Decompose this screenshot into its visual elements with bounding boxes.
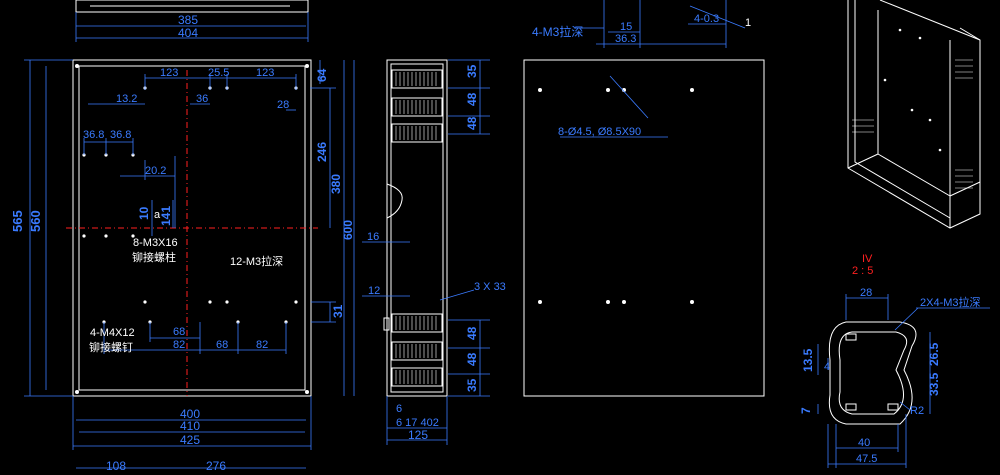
dim-410: 410 [180,419,200,433]
isometric-view [847,0,981,229]
dim-48-bot-a: 48 [465,326,479,340]
dim-108: 108 [106,459,126,473]
dim-12: 12 [368,285,380,297]
dim-35-top: 35 [465,64,479,78]
side-view-panel [383,59,448,397]
dim-48-top-a: 48 [465,92,479,106]
note-studs-line2: 铆接螺柱 [132,250,176,264]
dim-82-b: 82 [256,339,268,351]
back-view-panel [523,59,765,397]
note-nuts-line1: 4-M4X12 [90,327,135,339]
detail-title-scale: 2 : 5 [852,265,873,277]
detail-dim-28: 28 [860,287,872,299]
detail-note-thread: 2X4-M3拉深 [920,295,981,309]
dim-48-top-b: 48 [465,116,479,130]
leader-1: 1 [745,17,751,29]
dim-600: 600 [341,220,355,240]
dim-35-bot: 35 [465,378,479,392]
dim-36-8-a: 36.8 [83,129,104,141]
top-view-partial [75,0,309,13]
dim-125: 125 [408,428,428,442]
dim-565: 565 [10,210,25,232]
dim-380: 380 [329,174,343,194]
note-3x33: 3 X 33 [474,281,506,293]
dim-123-left: 123 [160,67,178,79]
dim-48-bot-b: 48 [465,352,479,366]
dim-6-17-402: 6 17 402 [396,417,439,429]
note-back-holes: 8-Ø4.5, Ø8.5X90 [558,126,641,138]
dim-36-3: 36.3 [615,33,636,45]
detail-dim-4: 4 [824,361,830,373]
dim-68-b: 68 [216,339,228,351]
dim-31: 31 [331,304,345,318]
dim-246: 246 [315,142,329,162]
dimension-lines [24,0,990,469]
dim-4-0-3: 4-0.3 [694,13,719,25]
dim-6: 6 [396,403,402,415]
detail-dim-7: 7 [799,407,813,414]
detail-title-iv: IV [862,253,873,265]
dim-28: 28 [277,99,289,111]
dim-404: 404 [178,26,198,40]
dim-36-8-b: 36.8 [110,129,131,141]
dim-123-right: 123 [256,67,274,79]
dim-20-2: 20.2 [145,165,166,177]
note-nuts-line2: 铆接螺钉 [89,340,133,354]
dim-276: 276 [206,459,226,473]
dim-25-5: 25.5 [208,67,229,79]
handle-profile [386,183,403,219]
vent-slots-bottom [391,313,443,387]
dim-400: 400 [180,407,200,421]
note-thread-depth-top: 4-M3拉深 [532,24,583,39]
vent-slots-top [391,69,443,143]
detail-dim-13-5: 13.5 [801,348,815,372]
dim-82-a: 82 [173,339,185,351]
dim-141: 141 [159,206,173,226]
dim-10: 10 [137,206,151,220]
detail-dim-r2: R2 [910,405,924,417]
detail-dim-40: 40 [858,437,870,449]
dim-64: 64 [315,68,329,82]
dim-68-a: 68 [173,326,185,338]
detail-dim-26-5: 26.5 [927,342,941,366]
detail-dim-47-5: 47.5 [856,453,877,465]
dim-16: 16 [367,231,379,243]
dim-385: 385 [178,13,198,27]
note-studs-line1: 8-M3X16 [133,237,178,249]
dim-560: 560 [28,210,43,232]
dim-13-2: 13.2 [116,93,137,105]
label-a: a [154,209,161,221]
detail-dim-33-5: 33.5 [927,372,941,396]
dim-425: 425 [180,433,200,447]
detail-iv-profile [828,321,917,425]
dimension-labels: 385 404 4-M3拉深 15 36.3 4-0.3 1 565 560 1… [10,13,981,473]
note-thread-12: 12-M3拉深 [230,254,283,268]
dim-36-small: 36 [196,93,208,105]
dim-15: 15 [620,21,632,33]
back-view-holes [538,88,694,304]
